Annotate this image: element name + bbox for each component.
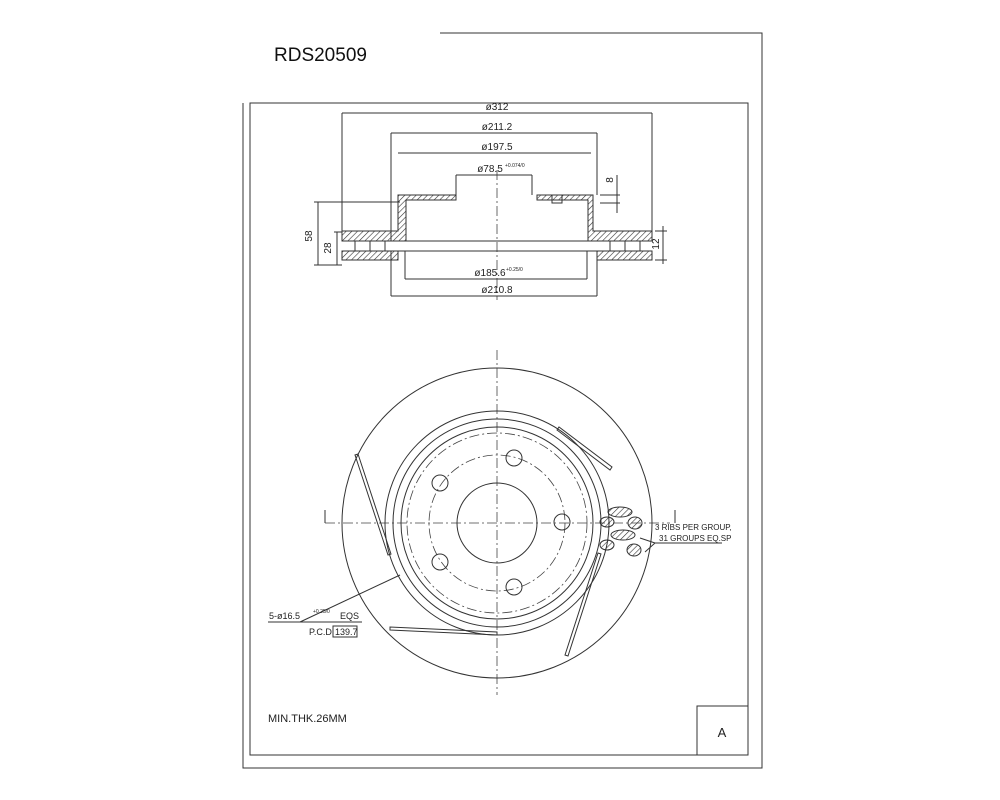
- revision-letter: A: [718, 725, 727, 740]
- dim-height-rotor: 28: [323, 242, 334, 254]
- dim-hat-inner: ø197.5: [481, 142, 513, 153]
- holes-suffix: EQS: [340, 611, 359, 621]
- dim-bore-tol: +0.074/0: [505, 163, 525, 169]
- dim-drum-tol: +0.25/0: [506, 267, 523, 273]
- dim-outer-diameter: ø312: [486, 102, 509, 113]
- holes-tol: +0.25/0: [313, 609, 330, 615]
- revision-box: [696, 705, 749, 756]
- dim-rotor-plate: 12: [651, 238, 662, 250]
- rib-groups: [599, 506, 643, 557]
- section-view: ø312 ø211.2 ø197.5 ø78.5 +0.074/0 ø185.6…: [304, 102, 667, 300]
- holes-note: 5-ø16.5: [269, 611, 300, 621]
- pcd-value: 139.7: [335, 627, 358, 637]
- dim-drum: ø185.6: [474, 268, 506, 279]
- dim-bore: ø78.5: [477, 164, 503, 175]
- dim-hat-outer: ø211.2: [482, 122, 513, 133]
- ribs-note-line1: 3 RIBS PER GROUP,: [655, 523, 732, 532]
- dim-bottom: ø210.8: [481, 285, 513, 296]
- ribs-note-line2: 31 GROUPS EQ.SP: [659, 534, 731, 543]
- dim-hat-thickness: 8: [605, 177, 616, 183]
- dim-height-total: 58: [304, 230, 315, 242]
- part-number: RDS20509: [274, 45, 367, 66]
- pcd-label: P.C.D: [309, 627, 332, 637]
- plan-view: 3 RIBS PER GROUP, 31 GROUPS EQ.SP 5-ø16.…: [268, 350, 732, 695]
- sheet-frame: [242, 32, 763, 769]
- min-thickness-note: MIN.THK.26MM: [268, 713, 347, 725]
